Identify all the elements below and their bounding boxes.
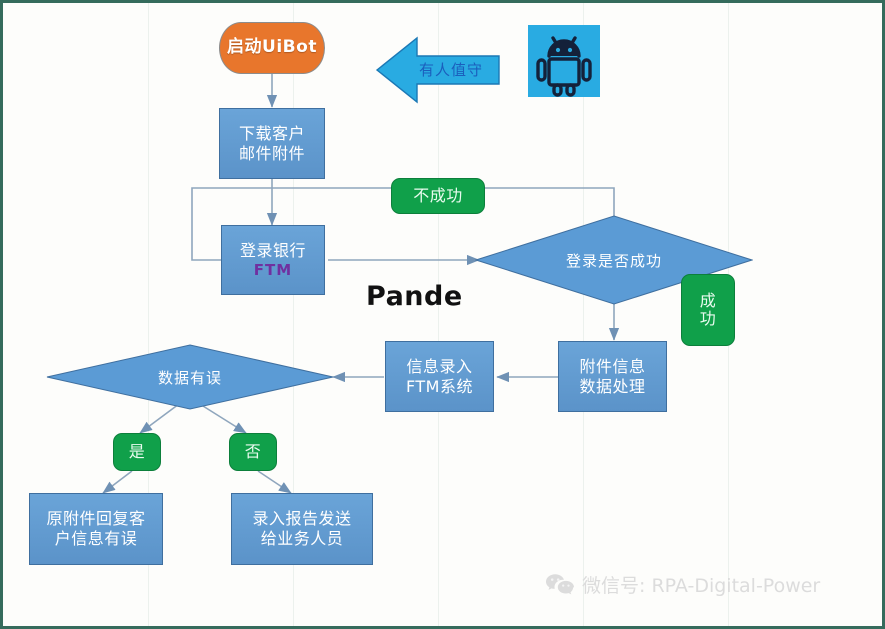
node-login-decision-label: 登录是否成功 xyxy=(565,251,662,270)
attended-mode-label: 有人值守 xyxy=(418,60,483,79)
label-success-line1: 成 xyxy=(699,290,717,310)
node-attachment-line2: 数据处理 xyxy=(579,376,646,396)
node-send-report-line2: 给业务人员 xyxy=(260,529,344,548)
node-reply-customer[interactable]: 原附件回复客 户信息有误 xyxy=(29,493,163,565)
attended-mode-arrow: 有人值守 xyxy=(375,30,501,108)
left-arrow-icon xyxy=(375,36,500,104)
node-data-error-label: 数据有误 xyxy=(157,368,222,387)
label-yes-text: 是 xyxy=(128,442,146,461)
node-login-bank-line1: 登录银行 xyxy=(239,240,306,260)
node-login-bank-ftm: FTM xyxy=(253,260,293,279)
wechat-watermark: 微信号: RPA-Digital-Power xyxy=(545,571,820,598)
connector-no-to-send xyxy=(257,470,292,494)
label-yes: 是 xyxy=(113,433,161,471)
node-start[interactable]: 启动UiBot xyxy=(219,22,325,74)
label-fail-text: 不成功 xyxy=(413,186,463,205)
node-login-bank[interactable]: 登录银行 FTM xyxy=(221,225,325,295)
connector-yes-to-reply xyxy=(102,470,133,494)
label-success: 成 功 xyxy=(681,274,735,346)
node-reply-customer-line2: 户信息有误 xyxy=(54,529,138,548)
node-start-label: 启动UiBot xyxy=(227,37,317,58)
node-reply-customer-line1: 原附件回复客 xyxy=(46,509,146,528)
node-attachment-process[interactable]: 附件信息 数据处理 xyxy=(558,341,667,412)
data-error-decision-shape xyxy=(46,344,334,410)
node-entry-ftm-line2: FTM系统 xyxy=(405,376,473,396)
label-success-line2: 功 xyxy=(699,309,717,328)
pande-watermark-text: Pande xyxy=(366,281,463,312)
node-send-report[interactable]: 录入报告发送 给业务人员 xyxy=(231,493,373,565)
node-download-line1: 下载客户 xyxy=(238,123,305,143)
label-no: 否 xyxy=(229,433,277,471)
node-attachment-line1: 附件信息 xyxy=(579,356,646,376)
label-no-text: 否 xyxy=(244,442,262,461)
node-download-attachment[interactable]: 下载客户 邮件附件 xyxy=(219,108,325,179)
wechat-watermark-text: 微信号: RPA-Digital-Power xyxy=(582,575,821,597)
wechat-logo-icon xyxy=(546,573,574,594)
label-fail: 不成功 xyxy=(391,178,485,214)
node-entry-ftm-line1: 信息录入 xyxy=(406,356,473,376)
android-robot-icon xyxy=(536,36,592,97)
node-entry-ftm[interactable]: 信息录入 FTM系统 xyxy=(385,341,494,412)
node-download-line2: 邮件附件 xyxy=(238,143,305,163)
node-send-report-line1: 录入报告发送 xyxy=(252,509,352,528)
android-icon-tile xyxy=(528,25,600,97)
node-data-error-decision[interactable]: 数据有误 xyxy=(46,344,334,410)
